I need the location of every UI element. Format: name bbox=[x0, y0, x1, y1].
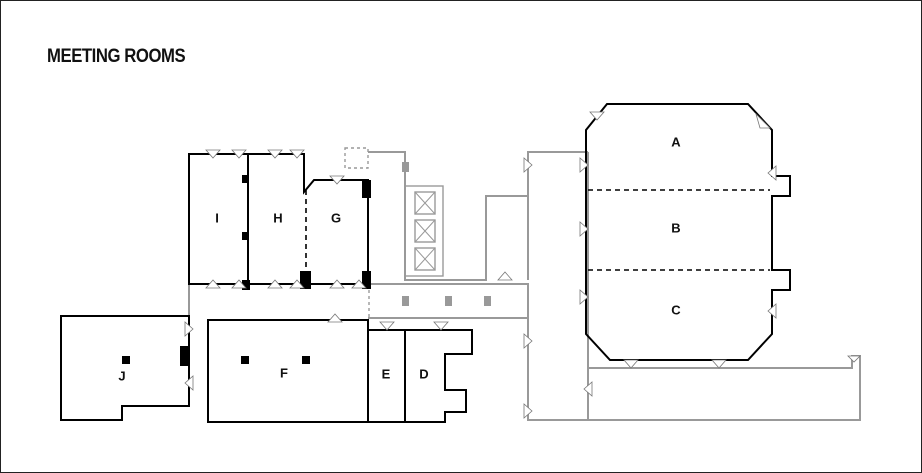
room-label-e: E bbox=[382, 366, 391, 381]
room-label-d: D bbox=[419, 366, 428, 381]
room-label-f: F bbox=[280, 365, 288, 380]
rooms-fed bbox=[207, 319, 473, 423]
page-title: MEETING ROOMS bbox=[47, 46, 186, 67]
door-markers bbox=[184, 111, 861, 419]
room-j bbox=[60, 315, 190, 421]
room-label-h: H bbox=[273, 210, 282, 225]
room-label-c: C bbox=[671, 302, 681, 317]
room-label-a: A bbox=[671, 134, 681, 149]
rooms-ihg bbox=[188, 153, 371, 290]
corridor-columns bbox=[402, 162, 491, 306]
room-label-i: I bbox=[215, 210, 219, 225]
room-label-b: B bbox=[671, 220, 680, 235]
room-label-g: G bbox=[331, 210, 341, 225]
room-label-j: J bbox=[118, 368, 125, 383]
rooms-abc bbox=[585, 103, 791, 361]
elevator-shafts bbox=[404, 185, 444, 277]
